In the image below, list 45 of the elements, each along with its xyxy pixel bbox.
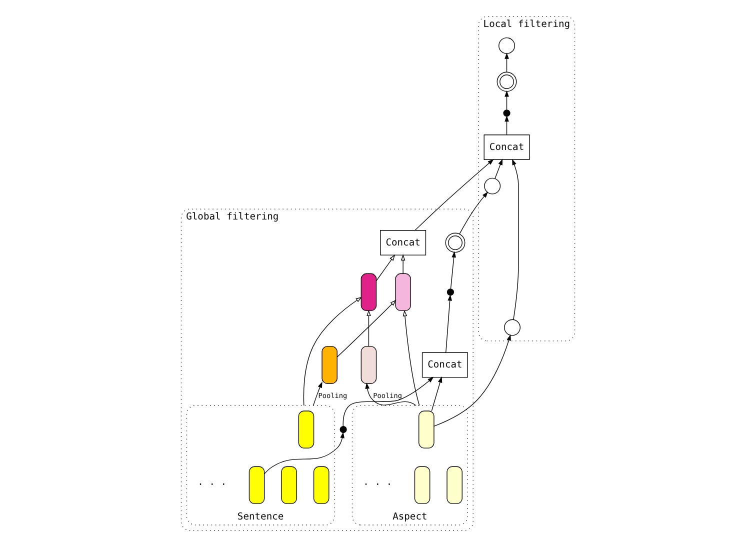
node-circle: [504, 319, 520, 336]
arrow: [365, 382, 416, 406]
arrow: [366, 310, 371, 347]
arrow: [303, 296, 362, 406]
arrow: [431, 376, 442, 412]
arrow: [504, 90, 509, 110]
node-circle: [498, 37, 515, 54]
label: · · ·: [198, 480, 227, 491]
node-box: [248, 466, 265, 504]
arrow: [450, 251, 456, 290]
node-switch: [503, 110, 510, 117]
arrow: [494, 158, 503, 179]
node-circle: [484, 178, 501, 194]
arrow: [402, 310, 420, 406]
arrow: [400, 254, 406, 274]
node-box: [395, 273, 411, 312]
node-circle: [445, 232, 466, 253]
node-box: [414, 466, 430, 504]
node-box: Concat: [380, 230, 426, 256]
node-box: Concat: [484, 134, 530, 160]
arrow: [264, 432, 344, 474]
arrow: [336, 300, 396, 358]
node-box: [281, 466, 297, 504]
node-box: [360, 346, 377, 384]
arrow: [434, 334, 511, 427]
arrow: [446, 294, 452, 353]
node-switch: [340, 426, 347, 434]
node-switch: [446, 288, 454, 296]
node-box: [446, 466, 462, 504]
node-box: [418, 410, 434, 448]
node-circle: [496, 72, 517, 92]
node-box: [360, 273, 377, 312]
arrow: [504, 52, 509, 72]
node-box: [322, 346, 338, 384]
arrow: [512, 158, 519, 320]
arrow: [342, 376, 434, 427]
arrow: [376, 254, 396, 282]
arrow: [504, 115, 509, 136]
arrow: [313, 382, 322, 406]
node-box: Concat: [422, 352, 468, 378]
arrow: [459, 192, 488, 234]
node-box: [298, 410, 314, 448]
arrow: [414, 159, 494, 231]
node-box: [313, 466, 330, 504]
label: · · ·: [363, 480, 392, 491]
